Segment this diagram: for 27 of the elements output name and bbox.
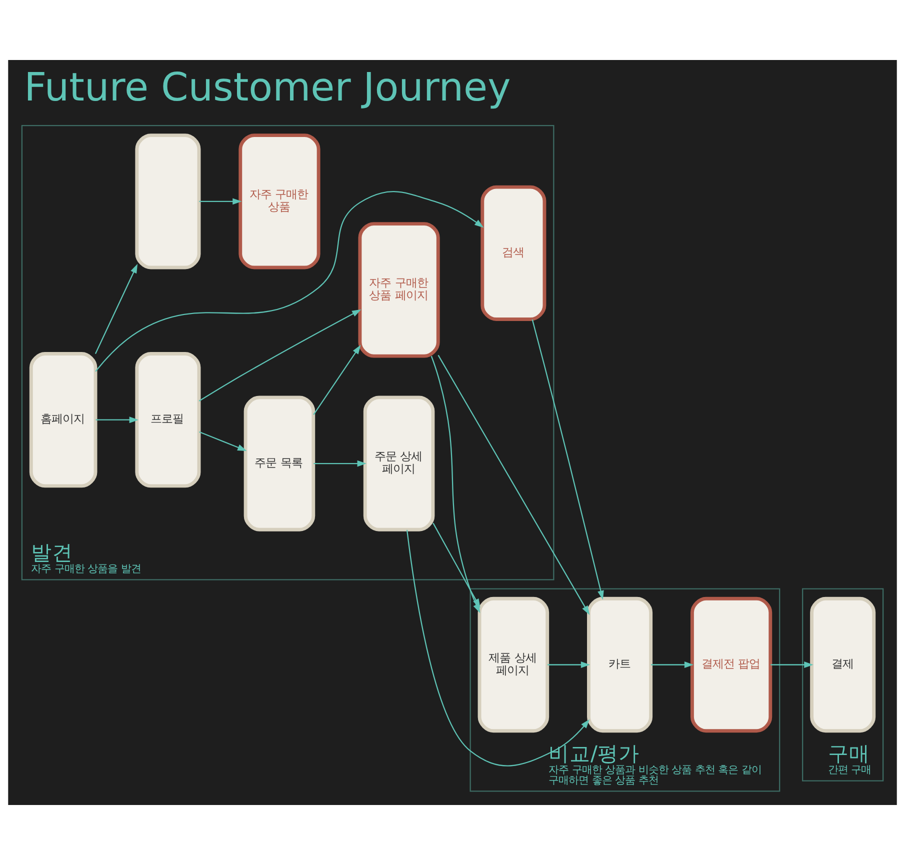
node-box: 자주 구매한 상품 xyxy=(238,134,320,270)
node-box: 주문 목록 xyxy=(244,396,316,532)
node-box: 홈페이지 xyxy=(29,352,98,488)
arrow xyxy=(651,662,694,668)
arrow xyxy=(770,662,814,668)
arrow xyxy=(94,264,138,354)
node-box xyxy=(135,134,201,270)
arrow xyxy=(432,522,480,608)
arrow xyxy=(532,319,604,600)
node-box: 프로필 xyxy=(135,352,201,488)
diagram-title: Future Customer Journey xyxy=(24,65,511,110)
arrow xyxy=(314,460,366,467)
node-box: 결제 xyxy=(810,596,876,733)
arrow xyxy=(313,344,361,416)
arrow xyxy=(96,416,139,424)
node-box: 검색 xyxy=(480,185,546,321)
node-box: 결제전 팝업 xyxy=(690,596,772,733)
arrow xyxy=(548,662,590,668)
node-box: 주문 상세 페이지 xyxy=(363,396,435,532)
node-box: 자주 구매한 상품 페이지 xyxy=(358,222,440,358)
node-box: 제품 상세 페이지 xyxy=(478,596,550,733)
arrow xyxy=(95,191,484,372)
arrow xyxy=(198,309,362,402)
node-box: 카트 xyxy=(587,596,653,733)
arrow xyxy=(199,431,247,451)
arrow xyxy=(199,198,242,205)
arrow xyxy=(406,530,590,766)
